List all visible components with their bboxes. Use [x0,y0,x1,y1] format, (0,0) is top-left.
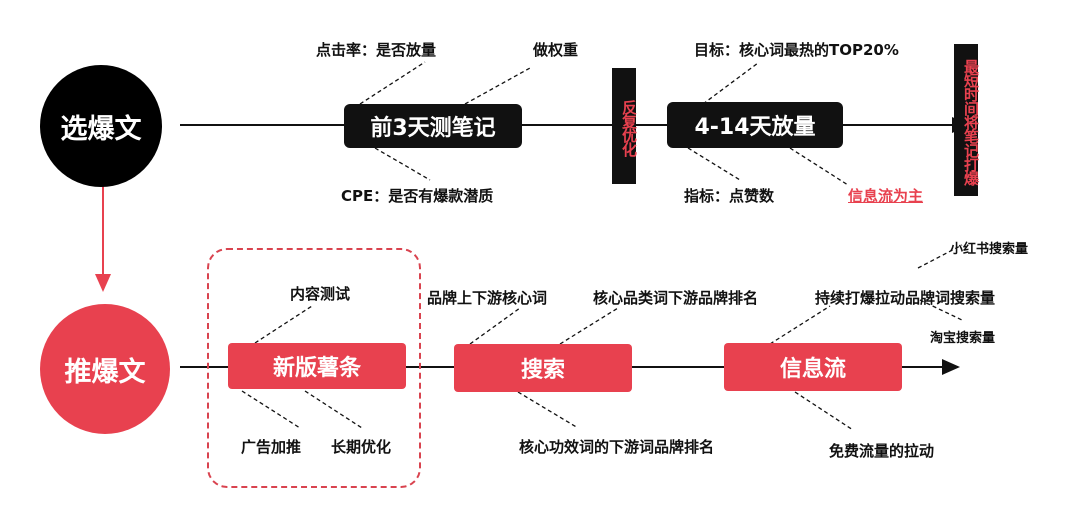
push-hit-label: 推爆文 [64,356,146,388]
search-label: 搜索 [520,358,565,383]
cpe-label: CPE：是否有爆款潜质 [341,187,494,205]
brand-search-boost-label: 持续打爆拉动品牌词搜索量 [815,289,996,307]
push-hit-circle: 推爆文 [40,304,170,434]
shortest-time-label: 最短时间将笔记打爆 [962,59,980,185]
likes-metric-label: 指标：点赞数 [684,187,775,205]
feed-main-label: 信息流为主 [848,187,924,205]
select-hit-label: 选爆文 [60,113,142,145]
category-ranking-label: 核心品类词下游品牌排名 [593,289,759,307]
day4-14-label: 4-14天放量 [694,115,816,140]
ctr-label: 点击率：是否放量 [316,41,437,59]
select-hit-circle: 选爆文 [40,65,162,187]
free-traffic-label: 免费流量的拉动 [829,442,935,460]
search-box: 搜索 [454,344,632,392]
day4-14-box: 4-14天放量 [667,102,843,148]
content-test-label: 内容测试 [290,285,351,303]
tiaoshu-label: 新版薯条 [272,356,361,381]
brand-updown-label: 品牌上下游核心词 [427,289,548,307]
tiaoshu-group-frame [207,248,421,488]
weight-label: 做权重 [533,41,579,59]
shortest-time-bar: 最短时间将笔记打爆 [954,44,980,196]
taobao-search-label: 淘宝搜索量 [930,331,996,346]
feed-box: 信息流 [724,343,902,391]
first-3days-label: 前3天测笔记 [370,116,496,141]
tiaoshu-box: 新版薯条 [228,343,406,389]
long-term-label: 长期优化 [331,438,392,456]
repeat-optimize-label: 反复优化 [620,100,638,156]
target-label: 目标：核心词最热的TOP20% [694,41,899,59]
xhs-search-label: 小红书搜索量 [950,242,1029,257]
feed-label: 信息流 [779,357,846,382]
first-3days-box: 前3天测笔记 [344,104,522,148]
repeat-optimize-bar: 反复优化 [612,68,638,184]
ad-boost-label: 广告加推 [241,438,302,456]
efficacy-ranking-label: 核心功效词的下游词品牌排名 [519,438,715,456]
